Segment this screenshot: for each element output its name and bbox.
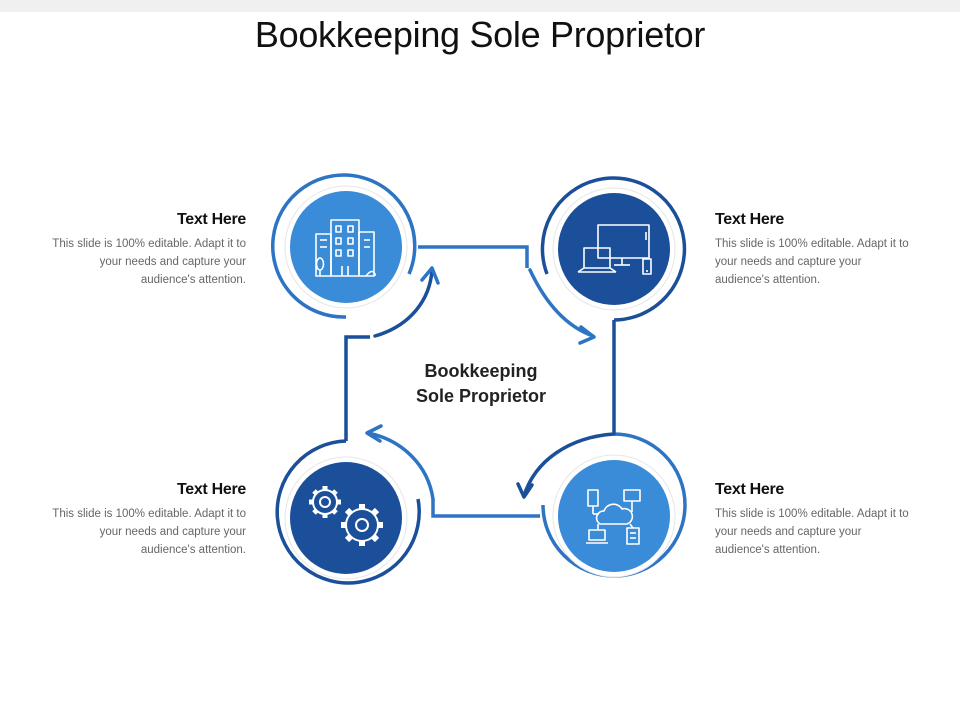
page-title: Bookkeeping Sole Proprietor (254, 14, 706, 55)
text-block-bottom-left: Text Here This slide is 100% editable. A… (46, 481, 246, 559)
center-label-line2: Sole Proprietor (415, 386, 547, 406)
text-block-top-left: Text Here This slide is 100% editable. A… (46, 211, 246, 289)
cycle-arrows (365, 266, 616, 501)
text-block-heading: Text Here (715, 211, 785, 228)
text-block-bottom-right: Text Here This slide is 100% editable. A… (715, 481, 915, 559)
center-label: Bookkeeping Sole Proprietor (381, 359, 581, 409)
text-block-body: This slide is 100% editable. Adapt it to… (715, 508, 909, 556)
center-label-line1: Bookkeeping (424, 361, 538, 381)
text-block-heading: Text Here (176, 481, 246, 498)
node-top-right (540, 176, 687, 322)
text-block-heading: Text Here (176, 211, 246, 228)
text-block-body: This slide is 100% editable. Adapt it to… (52, 238, 246, 286)
text-block-body: This slide is 100% editable. Adapt it to… (715, 238, 909, 286)
node-top-left (271, 173, 417, 319)
node-bottom-right (541, 432, 687, 578)
connector-lines (344, 245, 616, 518)
text-block-top-right: Text Here This slide is 100% editable. A… (715, 211, 915, 289)
cloud-network-icon (586, 489, 641, 545)
node-bottom-left (275, 439, 421, 585)
text-block-body: This slide is 100% editable. Adapt it to… (52, 508, 246, 556)
text-block-heading: Text Here (715, 481, 785, 498)
top-bar (0, 0, 960, 12)
office-buildings-icon (315, 219, 376, 277)
gears-icon (309, 486, 383, 546)
computer-devices-icon (577, 224, 652, 275)
